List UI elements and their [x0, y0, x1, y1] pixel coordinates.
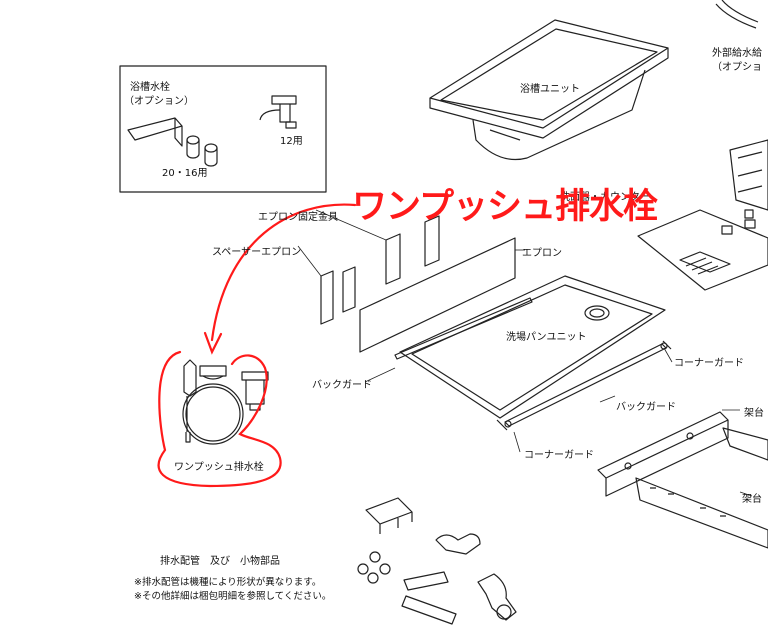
note-1: ※排水配管は機種により形状が異なります。 — [134, 577, 322, 588]
faucet-option-box — [119, 65, 327, 193]
faucet-12-label: 12用 — [280, 136, 303, 147]
supply-pipe-drawing — [721, 0, 759, 23]
washroom-pan-drawing — [399, 275, 666, 419]
apron-bracket-label: エプロン固定金具 — [258, 212, 338, 223]
apron-label: エプロン — [522, 248, 562, 259]
bathtub-unit-drawing — [429, 19, 669, 161]
corner-guard-right-label: コーナーガード — [674, 358, 744, 369]
stand-top-drawing — [597, 411, 768, 497]
counter-label: 洗面器・カウンター — [560, 192, 650, 203]
red-highlight-annotation — [157, 203, 357, 488]
faucet-20-16-drawing — [127, 117, 218, 167]
faucet-box-title: 浴槽水栓 — [130, 82, 170, 93]
small-parts-drawing — [357, 497, 517, 625]
spacer-apron-label: スペーサーエプロン — [212, 247, 302, 258]
corner-guard-bottom-label: コーナーガード — [524, 450, 594, 461]
faucet-12-drawing — [259, 95, 297, 129]
bathtub-unit-label: 浴槽ユニット — [520, 84, 580, 95]
back-guard-left-drawing — [394, 297, 533, 360]
apron-bracket-drawing — [320, 215, 440, 325]
highlight-title: ワンプッシュ排水栓 — [352, 187, 658, 227]
drain-parts-title: 排水配管 及び 小物部品 — [160, 556, 280, 567]
one-push-drain-label: ワンプッシュ排水栓 — [174, 462, 264, 473]
stand-bottom-label: 架台 — [742, 494, 762, 505]
faucet-box-option: （オプション） — [124, 96, 194, 107]
faucet-20-16-label: 20・16用 — [162, 168, 208, 179]
external-supply-label: 外部給水給 — [712, 48, 762, 59]
stand-bottom-drawing — [635, 477, 768, 549]
external-option-label: （オプショ — [712, 62, 762, 73]
back-guard-mid-label: バックガード — [616, 402, 676, 413]
back-guard-left-label: バックガード — [312, 380, 372, 391]
note-2: ※その他詳細は梱包明細を参照してください。 — [134, 591, 332, 602]
apron-panel-drawing — [359, 237, 516, 353]
stand-top-label: 架台 — [744, 408, 764, 419]
washroom-pan-label: 洗場パンユニット — [506, 332, 587, 343]
counter-drawing — [637, 139, 768, 291]
one-push-drain-drawing — [182, 359, 269, 445]
